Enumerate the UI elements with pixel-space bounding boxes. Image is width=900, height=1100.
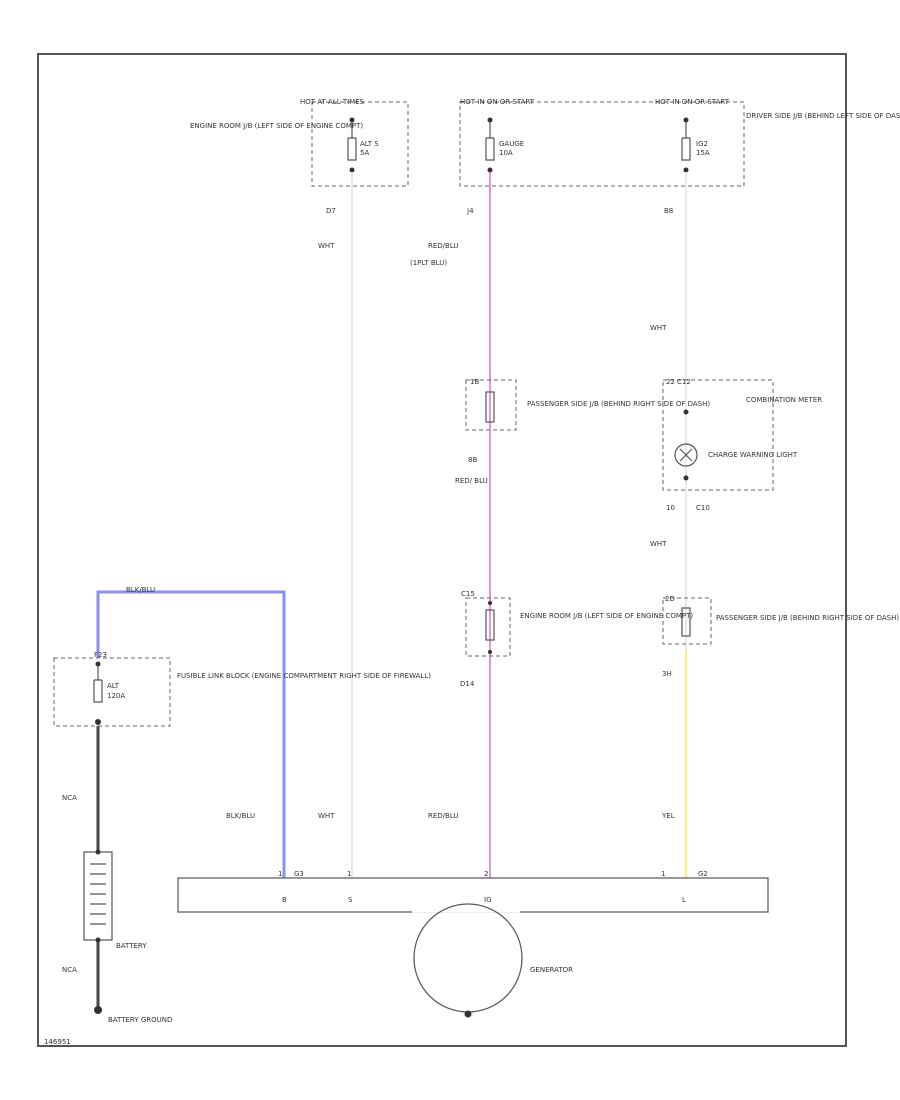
fusible-link-name: ALT: [107, 682, 120, 690]
wire-label-red-blu-bottom: RED/BLU: [428, 812, 459, 820]
battery-icon: [83, 851, 113, 941]
svg-text:ENGINE ROOM J/B (LEFT SIDE OF: ENGINE ROOM J/B (LEFT SIDE OF ENGINE COM…: [520, 612, 693, 620]
meter-pin-10: 10: [666, 504, 675, 512]
gen-connector-g2: G2: [698, 870, 708, 878]
gen-pin-b: B: [282, 896, 287, 904]
battery-label: BATTERY: [116, 942, 147, 950]
pin-d14: D14: [460, 680, 475, 688]
wire-label-red-blu: RED/BLU: [428, 242, 459, 250]
battery-ground: BATTERY GROUND: [94, 1006, 172, 1024]
pin-3h: 3H: [662, 670, 672, 678]
generator-icon: [413, 903, 523, 1013]
gen-pin-s: S: [348, 896, 353, 904]
combination-meter: 22 C12 COMBINATION METER CHARGE WARNING …: [662, 378, 822, 512]
wire-label-nca-bottom: NCA: [62, 966, 77, 974]
gen-pin-b-num: 1: [278, 870, 282, 878]
gen-pin-l: L: [682, 896, 686, 904]
gen-pin-ig: IG: [484, 896, 492, 904]
fuse-name-ig2: IG2: [696, 140, 708, 148]
passenger-jb-upper: 1B PASSENGER SIDE J/B (BEHIND RIGHT SIDE…: [465, 378, 710, 464]
connector-c15: C15: [461, 590, 475, 598]
svg-text:15A: 15A: [696, 149, 710, 157]
wire-label-blk-blu-bottom: BLK/BLU: [226, 812, 255, 820]
fuse-box-alt-s: HOT AT ALL TIMES ALT S 5A ENGINE ROOM J/…: [190, 98, 409, 215]
meter-connector-c12: C12: [677, 378, 691, 386]
wire-label-yel-bottom: YEL: [661, 812, 675, 820]
wire-label-red-blu-sub: (1PLT BLU): [410, 259, 447, 267]
pin-d7: D7: [326, 207, 336, 215]
diagram-frame: [37, 53, 847, 1047]
pin-j4: J4: [466, 207, 474, 215]
charge-warning-label: CHARGE WARNING LIGHT: [708, 451, 798, 459]
connector-f23: F23: [94, 651, 107, 659]
wire-blk-blu: [96, 590, 286, 878]
gen-pin-ig-num: 2: [484, 870, 488, 878]
meter-pin-22: 22: [666, 378, 675, 386]
gen-pin-l-num: 1: [661, 870, 665, 878]
passenger-jb-lower: 2D PASSENGER SIDE J/B (BEHIND RIGHT SIDE…: [662, 595, 899, 678]
svg-text:HOT IN ON OR START: HOT IN ON OR START: [655, 98, 730, 106]
svg-text:10A: 10A: [499, 149, 513, 157]
wire-label-wht-right: WHT: [650, 324, 667, 332]
generator-label: GENERATOR: [530, 966, 573, 974]
fuse-name-alt-s: ALT S: [360, 140, 379, 148]
driver-side-jb-label: DRIVER SIDE J/B (BEHIND LEFT SIDE OF DAS…: [746, 112, 900, 120]
fuse-box-ig2: HOT IN ON OR START IG2 15A DRIVER SIDE J…: [655, 98, 900, 215]
pin-2d: 2D: [665, 595, 675, 603]
svg-text:HOT IN ON OR START: HOT IN ON OR START: [460, 98, 535, 106]
engine-room-jb-label: ENGINE ROOM J/B (LEFT SIDE OF ENGINE COM…: [190, 122, 363, 130]
wire-label-nca-top: NCA: [62, 794, 77, 802]
ground-icon: [94, 1006, 102, 1014]
fuse-box-gauge: HOT IN ON OR START GAUGE 10A J4: [459, 98, 745, 215]
meter-connector-c10: C10: [696, 504, 710, 512]
generator: GENERATOR 1 G3 1 2 1 G2 B S IG L: [177, 870, 769, 1018]
charge-warning-lamp-icon: [674, 443, 698, 467]
wire-label-red-blu-2: RED/ BLU: [455, 477, 488, 485]
wire-label-wht-bottom: WHT: [318, 812, 335, 820]
wire-label-wht-right-2: WHT: [650, 540, 667, 548]
figure-id: 146951: [44, 1038, 71, 1046]
fuse-header-alt-s: HOT AT ALL TIMES: [300, 98, 365, 106]
fuse-name-gauge: GAUGE: [499, 140, 524, 148]
wire-label-wht-left: WHT: [318, 242, 335, 250]
fusible-link-label: FUSIBLE LINK BLOCK (ENGINE COMPARTMENT R…: [177, 672, 431, 680]
pin-1b: 1B: [470, 378, 479, 386]
svg-text:PASSENGER SIDE J/B (BEHIND RIG: PASSENGER SIDE J/B (BEHIND RIGHT SIDE OF…: [527, 400, 710, 408]
meter-label: COMBINATION METER: [746, 396, 822, 404]
pin-b8: B8: [664, 207, 673, 215]
battery: BATTERY: [83, 849, 147, 950]
svg-text:120A: 120A: [107, 692, 125, 700]
svg-text:5A: 5A: [360, 149, 369, 157]
gen-pin-s-num: 1: [347, 870, 351, 878]
wire-label-blk-blu-top: BLK/BLU: [126, 586, 155, 594]
battery-ground-label: BATTERY GROUND: [108, 1016, 172, 1024]
gen-connector-g3: G3: [294, 870, 304, 878]
engine-room-jb-middle: C15 ENGINE ROOM J/B (LEFT SIDE OF ENGINE…: [460, 590, 693, 688]
fusible-link-block: F23 ALT 120A FUSIBLE LINK BLOCK (ENGINE …: [53, 651, 431, 727]
pin-8b: 8B: [468, 456, 477, 464]
svg-text:PASSENGER SIDE J/B (BEHIND RIG: PASSENGER SIDE J/B (BEHIND RIGHT SIDE OF…: [716, 614, 899, 622]
